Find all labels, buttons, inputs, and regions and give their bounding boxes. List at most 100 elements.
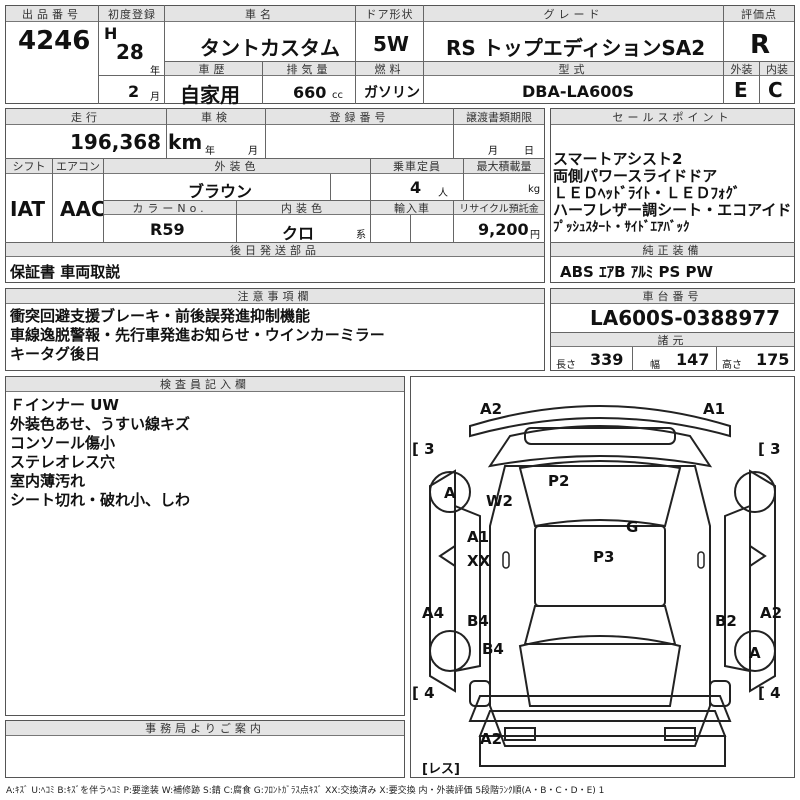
door-type: 5W	[373, 32, 409, 56]
displacement: 660	[293, 83, 327, 102]
capacity-unit: 人	[438, 188, 448, 199]
grade: RS トップエディションSA2	[446, 36, 706, 60]
car-diagram	[429, 405, 776, 767]
sales-point: ＬＥＤﾍｯﾄﾞﾗｲﾄ・ＬＥＤﾌｫｸﾞ	[553, 184, 741, 202]
sales-point: スマートアシスト2	[553, 150, 683, 168]
era: H	[104, 24, 118, 43]
capacity: 4	[410, 178, 422, 197]
inspector-line: 室内薄汚れ	[10, 472, 86, 490]
diag-label: [レス]	[422, 762, 460, 777]
inspector-line: コンソール傷小	[10, 434, 116, 452]
width: 147	[676, 350, 710, 369]
shift-label: シフト	[6, 159, 52, 174]
exterior-label: 外装	[724, 62, 759, 76]
inspector-box	[5, 376, 405, 716]
vehicle-info-table	[5, 108, 545, 283]
score-label: 評価点	[724, 6, 794, 22]
diag-label: P3	[593, 548, 615, 566]
diag-label: G	[626, 518, 639, 536]
notes-label: 注意事項欄	[6, 289, 544, 304]
diag-label: A1	[467, 528, 490, 546]
notes-box	[5, 288, 545, 371]
recycle: 9,200	[478, 220, 529, 239]
displacement-unit: cc	[332, 90, 343, 101]
mileage: 196,368 km	[70, 130, 203, 154]
diag-label: [ 3	[758, 440, 781, 458]
transfer-day-unit: 日	[524, 146, 534, 157]
interior-label: 内装	[760, 62, 794, 76]
model: DBA-LA600S	[522, 82, 634, 101]
damage-diagram-box	[410, 376, 795, 778]
chassis-number: LA600S-0388977	[590, 306, 781, 330]
inspector-list: Ｆインナー UW 外装色あせ、うすい線キズ コンソール傷小 ステレオレス穴 室内…	[10, 396, 190, 510]
diag-label: [ 4	[758, 684, 781, 702]
grade-label: グレード	[424, 6, 723, 22]
exterior-grade: E	[734, 78, 748, 102]
length-label: 長さ	[556, 360, 576, 371]
diag-label: A	[749, 644, 761, 662]
later-parts-label: 後日発送部品	[6, 243, 544, 257]
exterior-color: ブラウン	[188, 182, 253, 201]
ac-label: エアコン	[53, 159, 103, 174]
diag-label: A	[444, 484, 456, 502]
note-line: キータグ後日	[10, 345, 101, 363]
plate-label: 登録番号	[266, 109, 453, 125]
load-label: 最大積載量	[464, 159, 544, 174]
inspection-month-unit: 月	[248, 146, 258, 157]
diag-label: A1	[703, 400, 726, 418]
diag-label: A4	[422, 604, 445, 622]
diag-label: P2	[548, 472, 570, 490]
month-unit: 月	[150, 92, 160, 103]
diag-label: [ 3	[412, 440, 435, 458]
load-unit: kg	[528, 184, 541, 195]
equipment: ABS ｴｱB ｱﾙﾐ PS PW	[560, 263, 714, 281]
lot-label: 出品番号	[6, 6, 98, 22]
inspector-line: Ｆインナー UW	[10, 396, 119, 414]
ac: AAC	[60, 197, 106, 221]
length: 339	[590, 350, 624, 369]
inspector-line: ステレオレス穴	[10, 453, 116, 471]
int-color: クロ	[282, 224, 315, 243]
history: 自家用	[180, 83, 240, 107]
legend: A:ｷｽﾞ U:ﾍｺﾐ B:ｷｽﾞを伴うﾍｺﾐ P:要塗装 W:補修跡 S:錆 …	[6, 786, 605, 796]
diag-label: W2	[486, 492, 513, 510]
car-name-label: 車名	[165, 6, 355, 22]
inspector-label: 検査員記入欄	[6, 377, 404, 392]
office-label: 事務局よりご案内	[6, 721, 404, 736]
sales-point: ﾌﾟｯｼｭｽﾀｰﾄ・ｻｲﾄﾞｴｱﾊﾞｯｸ	[553, 220, 690, 235]
model-label: 型式	[424, 62, 723, 76]
recycle-unit: 円	[530, 230, 540, 241]
note-line: 車線逸脱警報・先行車発進お知らせ・ウインカーミラー	[10, 326, 385, 344]
inspector-line: 外装色あせ、うすい線キズ	[10, 415, 191, 433]
diag-label: [ 4	[412, 684, 435, 702]
displacement-label: 排気量	[263, 62, 355, 76]
diag-label: B4	[482, 640, 504, 658]
chassis-label: 車台番号	[551, 289, 794, 304]
transfer-label: 譲渡書類期限	[454, 109, 544, 125]
diag-label: A2	[480, 730, 503, 748]
fuel-label: 燃料	[356, 62, 423, 76]
sales-points-list: スマートアシスト2 両側パワースライドドア ＬＥＤﾍｯﾄﾞﾗｲﾄ・ＬＥＤﾌｫｸﾞ…	[553, 150, 791, 237]
diag-label: B4	[467, 612, 489, 630]
inspection-year-unit: 年	[205, 146, 215, 157]
color-no: R59	[150, 220, 185, 239]
equipment-label: 純正装備	[551, 243, 794, 257]
inspection-label: 車検	[167, 109, 265, 125]
mileage-label: 走行	[6, 109, 166, 125]
year-unit: 年	[150, 66, 160, 77]
first-reg-label: 初度登録	[99, 6, 165, 22]
lot-number: 4246	[18, 26, 91, 56]
interior-grade: C	[768, 78, 783, 102]
diag-label: XX	[467, 552, 491, 570]
fuel: ガソリン	[364, 85, 420, 101]
reg-year: 28	[116, 40, 144, 64]
sales-point: ハーフレザー調シート・エコアイド	[553, 201, 792, 219]
dims-label: 諸元	[551, 333, 794, 347]
diag-label: B2	[715, 612, 737, 630]
color-label: 外装色	[104, 159, 370, 174]
capacity-label: 乗車定員	[371, 159, 463, 174]
diag-label: A2	[480, 400, 503, 418]
shift: IAT	[10, 197, 46, 221]
sales-point: 両側パワースライドドア	[553, 167, 718, 185]
header-table	[5, 5, 795, 104]
